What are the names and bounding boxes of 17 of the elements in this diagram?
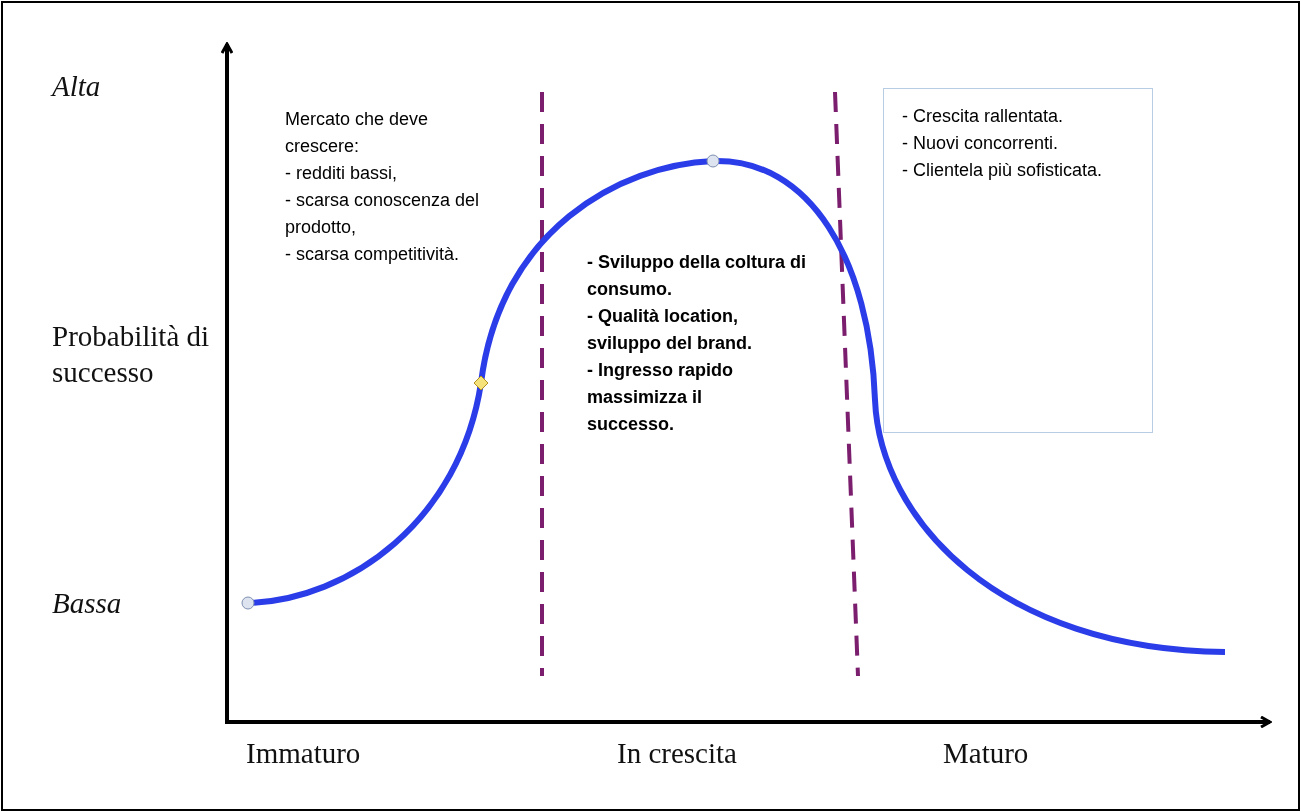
- note-text: - Sviluppo della coltura di consumo.: [587, 251, 808, 301]
- axis-label: Alta: [52, 69, 101, 104]
- note-box: [883, 88, 1153, 433]
- note-text: - Ingresso rapido massimizza il successo.: [587, 359, 735, 436]
- note-text: Mercato che deve crescere:: [285, 108, 430, 158]
- note-text: - Crescita rallentata.: [902, 105, 1065, 128]
- axis-label: Bassa: [52, 586, 122, 621]
- axis-label: Immaturo: [246, 736, 361, 771]
- note-text: - scarsa conoscenza del prodotto,: [285, 189, 481, 239]
- note-text: - scarsa competitività.: [285, 243, 461, 266]
- note-text: - redditi bassi,: [285, 162, 399, 185]
- axis-label: Maturo: [943, 736, 1029, 771]
- note-text: - Qualità location, sviluppo del brand.: [587, 305, 753, 355]
- axis-label: Probabilità di successo: [52, 319, 211, 390]
- note-text: - Nuovi concorrenti.: [902, 132, 1060, 155]
- axis-label: In crescita: [617, 736, 737, 771]
- note-text: - Clientela più sofisticata.: [902, 159, 1104, 182]
